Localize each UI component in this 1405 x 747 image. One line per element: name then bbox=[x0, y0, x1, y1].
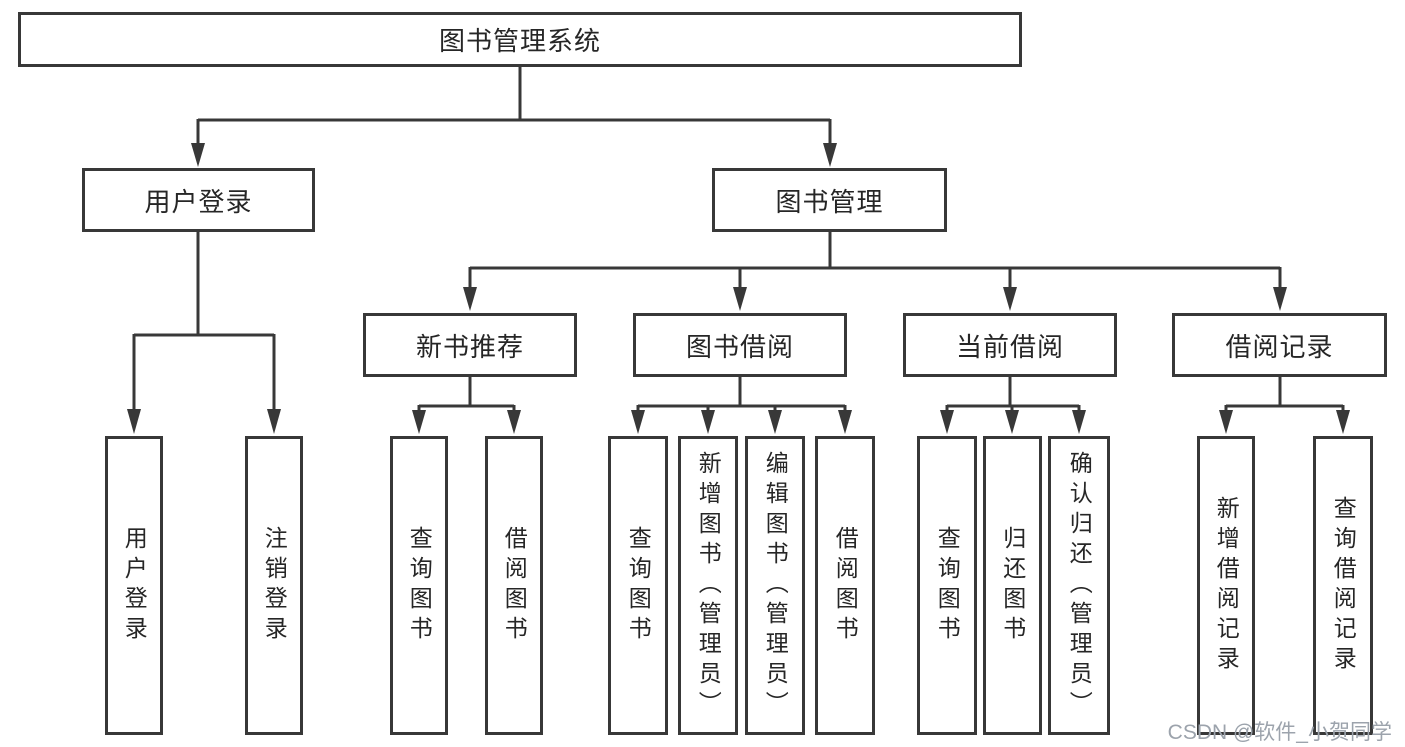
node-book-borrow: 图书借阅 bbox=[633, 313, 847, 377]
node-current-borrow-label: 当前借阅 bbox=[955, 331, 1064, 362]
leaf-borrow-query-books-label: 查询图书 bbox=[625, 525, 652, 646]
node-root: 图书管理系统 bbox=[18, 12, 1022, 67]
node-book-borrow-label: 图书借阅 bbox=[685, 331, 794, 362]
leaf-borrow-query-books: 查询图书 bbox=[608, 436, 668, 735]
node-book-management-label: 图书管理 bbox=[775, 186, 884, 217]
leaf-records-query-record-label: 查询借阅记录 bbox=[1330, 495, 1357, 676]
leaf-newbooks-query-books: 查询图书 bbox=[390, 436, 448, 735]
leaf-borrow-edit-books-admin-label: 编辑图书（管理员） bbox=[762, 450, 789, 721]
node-current-borrow: 当前借阅 bbox=[903, 313, 1117, 377]
node-book-management: 图书管理 bbox=[712, 168, 947, 232]
node-root-label: 图书管理系统 bbox=[438, 26, 601, 56]
leaf-borrow-borrow-books: 借阅图书 bbox=[815, 436, 875, 735]
node-user-login-label: 用户登录 bbox=[144, 186, 253, 217]
leaf-current-return-books-label: 归还图书 bbox=[999, 525, 1026, 646]
leaf-current-return-books: 归还图书 bbox=[983, 436, 1042, 735]
leaf-newbooks-query-books-label: 查询图书 bbox=[406, 525, 433, 646]
node-borrow-records-label: 借阅记录 bbox=[1225, 331, 1334, 362]
leaf-borrow-edit-books-admin: 编辑图书（管理员） bbox=[745, 436, 805, 735]
leaf-newbooks-borrow-books: 借阅图书 bbox=[485, 436, 543, 735]
arrowheads bbox=[127, 143, 1350, 434]
leaf-borrow-add-books-admin: 新增图书（管理员） bbox=[678, 436, 738, 735]
node-new-book-recommend-label: 新书推荐 bbox=[415, 331, 524, 362]
leaf-borrow-add-books-admin-label: 新增图书（管理员） bbox=[695, 450, 722, 721]
leaf-records-query-record: 查询借阅记录 bbox=[1313, 436, 1373, 735]
leaf-current-query-books-label: 查询图书 bbox=[934, 525, 961, 646]
leaf-current-confirm-return-admin: 确认归还（管理员） bbox=[1048, 436, 1110, 735]
leaf-logout-label: 注销登录 bbox=[261, 525, 288, 646]
leaf-current-confirm-return-admin-label: 确认归还（管理员） bbox=[1066, 450, 1093, 721]
leaf-newbooks-borrow-books-label: 借阅图书 bbox=[501, 525, 528, 646]
leaf-user-login-label: 用户登录 bbox=[121, 525, 148, 646]
leaf-user-login: 用户登录 bbox=[105, 436, 163, 735]
node-new-book-recommend: 新书推荐 bbox=[363, 313, 577, 377]
node-borrow-records: 借阅记录 bbox=[1172, 313, 1387, 377]
leaf-borrow-borrow-books-label: 借阅图书 bbox=[832, 525, 859, 646]
leaf-records-add-record: 新增借阅记录 bbox=[1197, 436, 1255, 735]
leaf-logout: 注销登录 bbox=[245, 436, 303, 735]
watermark-text: CSDN @软件_小贺同学 bbox=[1167, 721, 1392, 744]
leaf-records-add-record-label: 新增借阅记录 bbox=[1213, 495, 1240, 676]
node-user-login: 用户登录 bbox=[82, 168, 315, 232]
leaf-current-query-books: 查询图书 bbox=[917, 436, 977, 735]
